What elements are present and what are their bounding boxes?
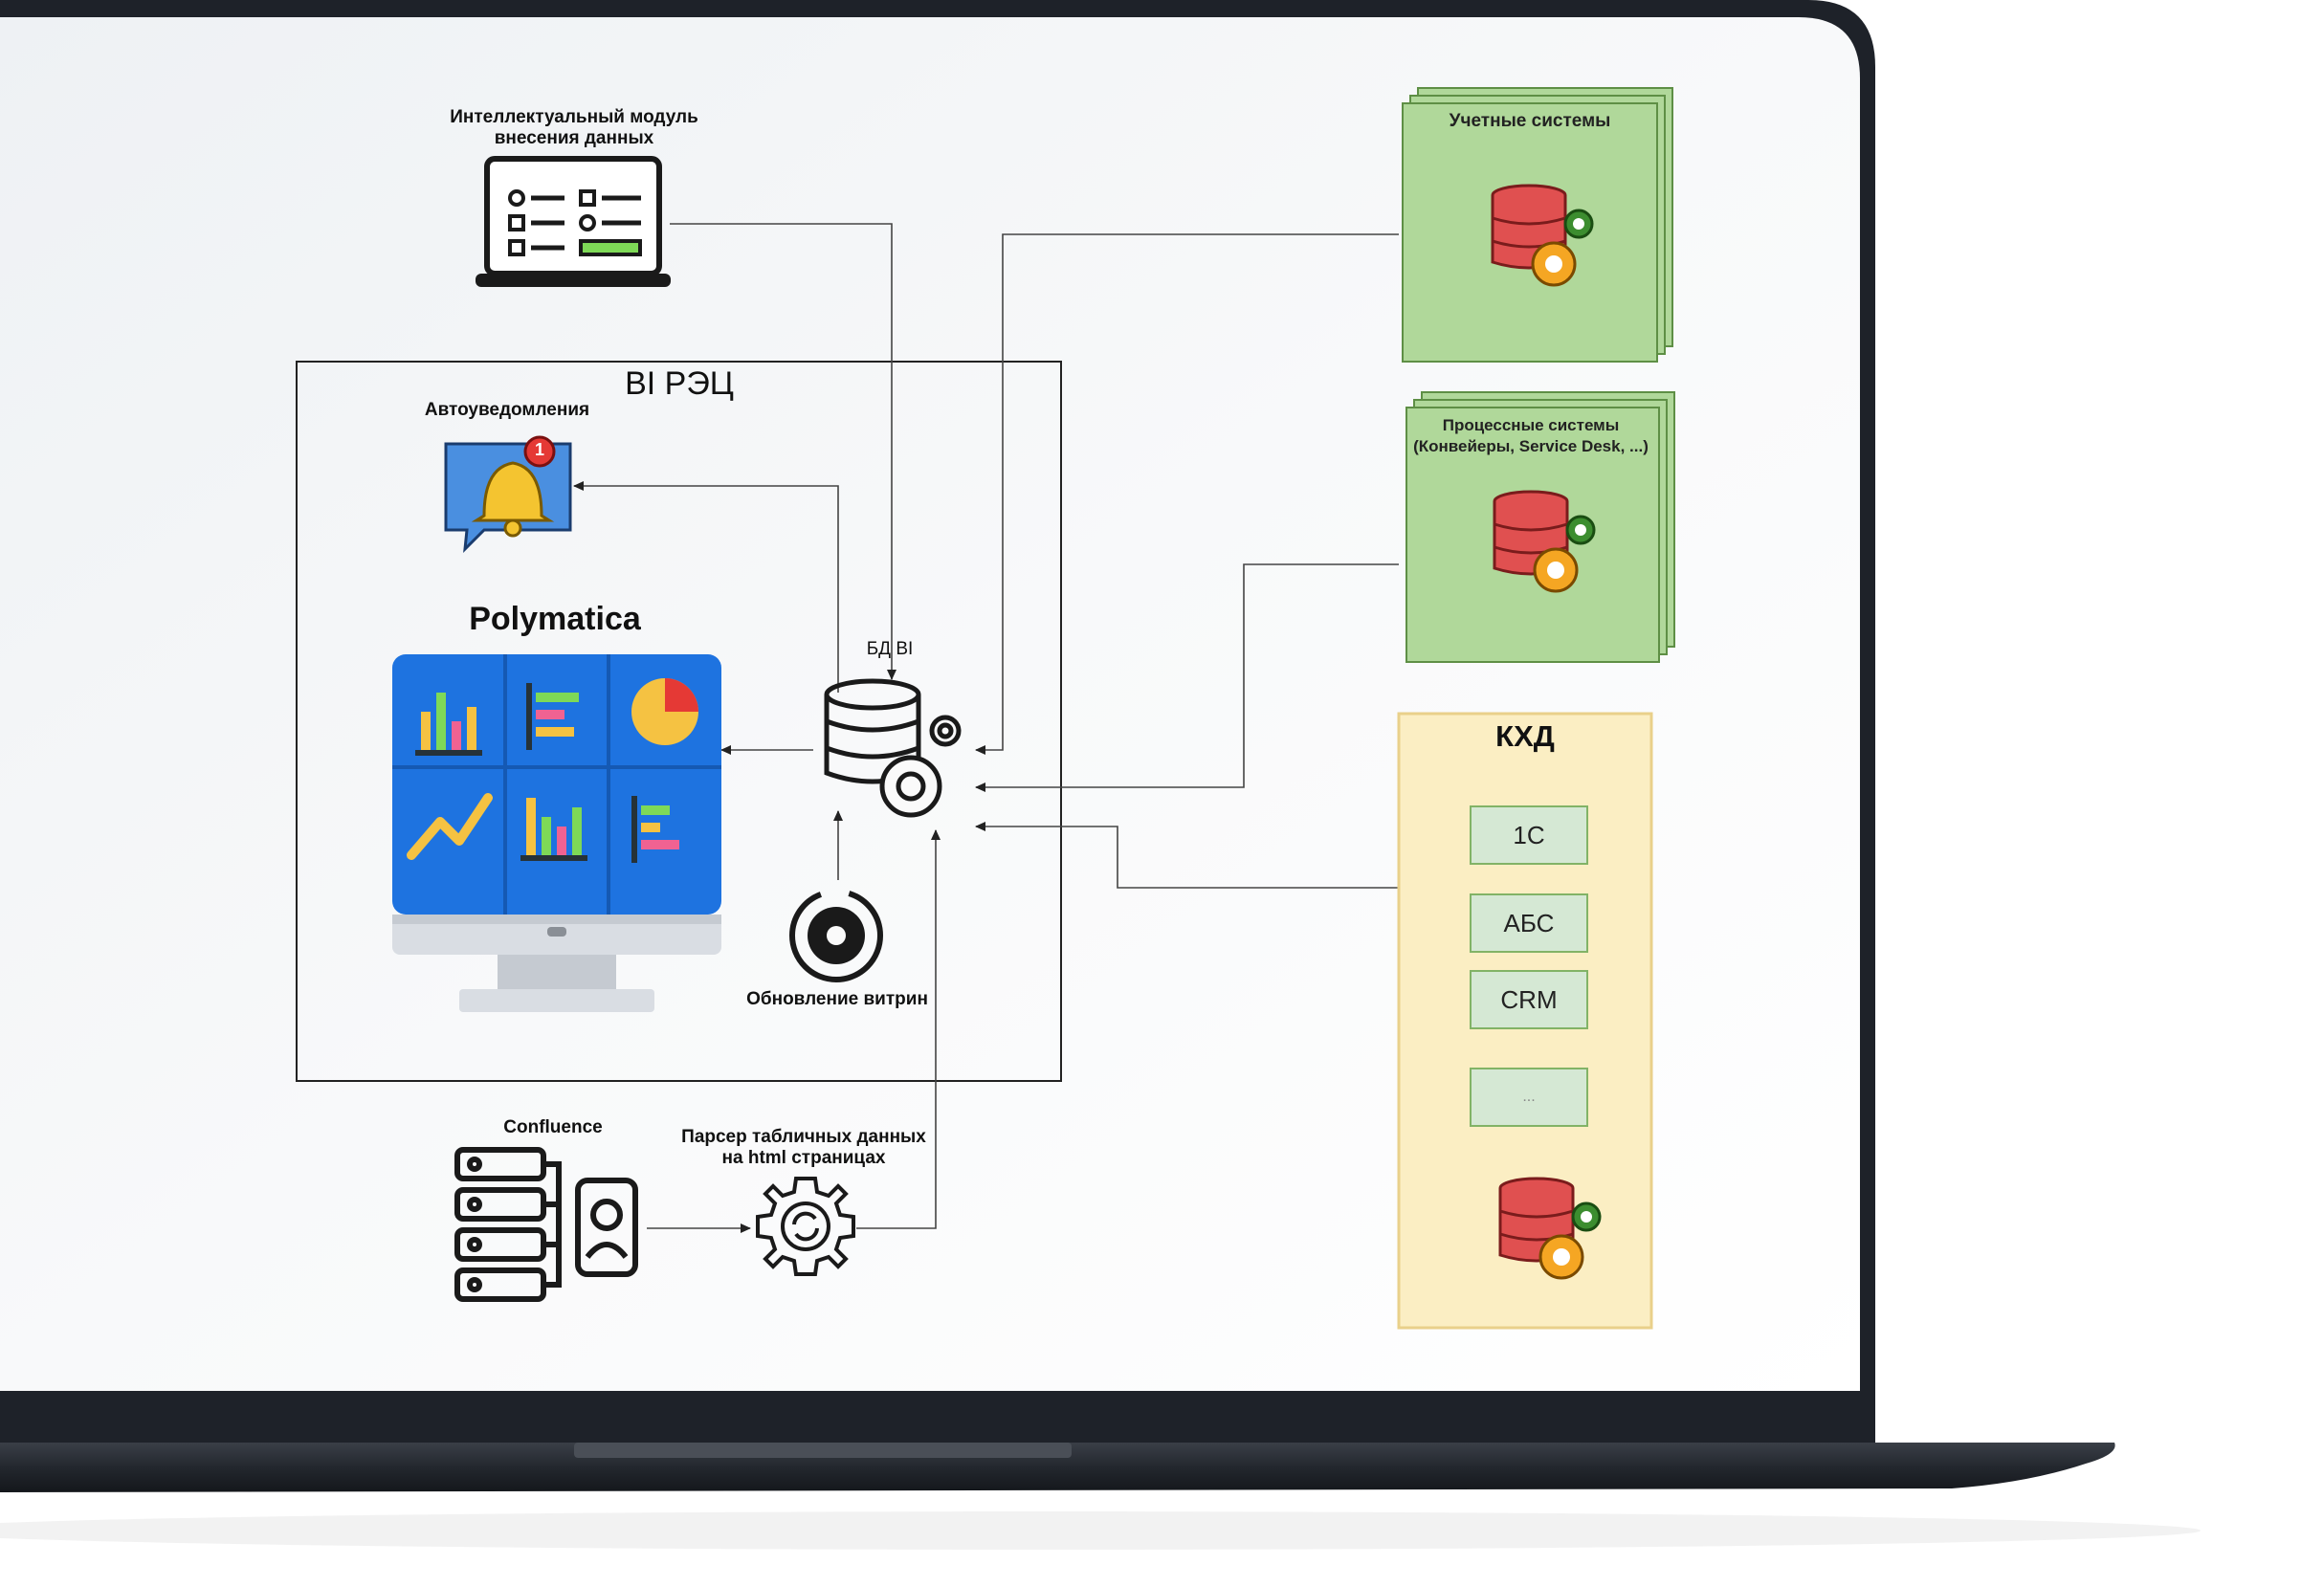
process-systems-label-line1: Процессные системы [1442,416,1620,434]
db-gear-icon-process [1493,490,1596,593]
parser-label-line1: Парсер табличных данных [681,1127,926,1147]
server-user-icon [454,1147,638,1302]
db-gear-icon-accounting [1491,184,1594,287]
db-gear-icon-khd [1498,1177,1602,1280]
process-systems-label: Процессные системы (Конвейеры, Service D… [1403,415,1659,457]
parser-label-line2: на html страницах [721,1148,886,1168]
bi-container-title: BI РЭЦ [625,365,734,402]
confluence-label: Confluence [503,1117,603,1137]
refresh-label: Обновление витрин [746,989,928,1009]
refresh-gear-icon [789,889,883,982]
khd-title: КХД [1495,719,1555,753]
polymatica-label: Polymatica [469,601,641,637]
polymatica-monitor-icon [392,654,721,1012]
input-module-label-line1: Интеллектуальный модуль [450,107,698,127]
input-module-label-line2: внесения данных [494,128,654,148]
khd-item-1c: 1С [1470,805,1588,865]
accounting-systems-label: Учетные системы [1449,111,1611,131]
parser-gear-icon [756,1177,855,1276]
db-bi-label: БД BI [866,639,914,659]
khd-item-abs: АБС [1470,893,1588,953]
parser-label: Парсер табличных данных на html страница… [670,1127,938,1169]
accounting-systems-box [1402,87,1673,363]
laptop-hinge [574,1443,1072,1458]
form-laptop-icon [476,156,671,287]
khd-item-crm: CRM [1470,970,1588,1029]
notification-bell-icon [444,435,572,554]
bi-container-box [296,361,1062,1082]
notification-badge: 1 [534,440,544,459]
khd-item-more: ... [1470,1068,1588,1127]
input-module-label: Интеллектуальный модуль внесения данных [421,107,727,149]
process-systems-label-line2: (Конвейеры, Service Desk, ...) [1413,437,1649,455]
autonotify-label: Автоуведомления [424,400,590,420]
laptop-base [0,1443,2115,1492]
database-gear-icon [824,678,962,818]
connectors [573,223,1399,1233]
